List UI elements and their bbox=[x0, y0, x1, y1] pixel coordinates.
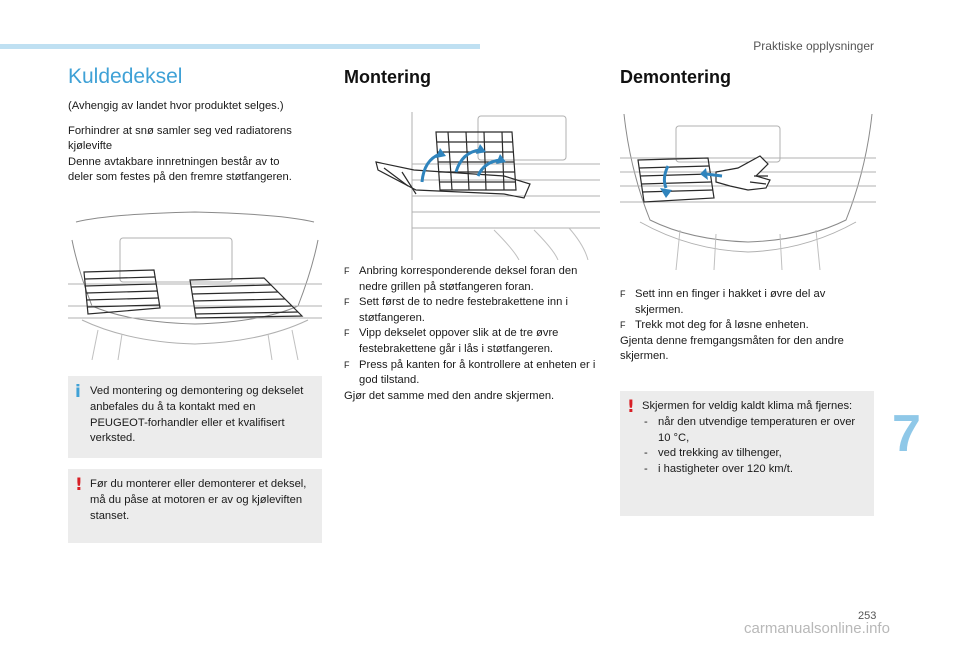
page-number: 253 bbox=[858, 610, 877, 622]
page-title: Kuldedeksel bbox=[68, 65, 183, 88]
dash-icon: - bbox=[644, 415, 648, 428]
description-text: Forhindrer at snø samler seg ved radiato… bbox=[68, 124, 322, 186]
list-item: -når den utvendige temperaturen er over … bbox=[644, 415, 856, 444]
intro-text: (Avhengig av landet hvor produktet selge… bbox=[68, 100, 284, 112]
bullet-icon: F bbox=[344, 266, 350, 276]
description-line: kjølevifte bbox=[68, 140, 113, 153]
info-icon: i bbox=[75, 382, 81, 402]
section-title-demontering: Demontering bbox=[620, 67, 732, 87]
cold-climate-warning-note: ! Skjermen for veldig kaldt klima må fje… bbox=[620, 391, 874, 516]
removal-closing-text: Gjenta denne fremgangsmåten for den andr… bbox=[620, 334, 844, 363]
warning-intro: Skjermen for veldig kaldt klima må fjern… bbox=[642, 400, 853, 412]
bullet-icon: F bbox=[344, 328, 350, 339]
warning-note-text: Før du monterer eller demonterer et deks… bbox=[90, 478, 307, 522]
column-montering: Montering bbox=[344, 62, 600, 88]
info-note-text: Ved montering og demontering og dekselet… bbox=[90, 385, 304, 445]
warning-icon: ! bbox=[627, 397, 635, 417]
chapter-number: 7 bbox=[892, 405, 921, 463]
description-line: Denne avtakbare innretningen består av t… bbox=[68, 155, 280, 168]
description-line: Forhindrer at snø samler seg ved radiato… bbox=[68, 124, 292, 137]
bullet-icon: F bbox=[344, 297, 350, 308]
bullet-icon: F bbox=[620, 320, 626, 331]
dash-icon: - bbox=[644, 463, 648, 476]
column-kuldedeksel: Kuldedeksel (Avhengig av landet hvor pro… bbox=[68, 62, 322, 186]
removal-illustration bbox=[620, 110, 876, 270]
list-item: -ved trekking av tilhenger, bbox=[642, 446, 864, 462]
list-item: -i hastigheter over 120 km/t. bbox=[642, 462, 864, 478]
dash-icon: - bbox=[644, 447, 648, 460]
header-accent-bar bbox=[0, 44, 480, 49]
section-title-montering: Montering bbox=[344, 67, 431, 87]
warning-note: ! Før du monterer eller demonterer et de… bbox=[68, 469, 322, 543]
warning-list: -når den utvendige temperaturen er over … bbox=[642, 415, 864, 478]
mounting-illustration bbox=[344, 110, 600, 260]
info-note: i Ved montering og demontering og deksel… bbox=[68, 376, 322, 458]
section-header: Praktiske opplysninger bbox=[753, 39, 874, 53]
warning-icon: ! bbox=[75, 475, 83, 495]
column-demontering: Demontering bbox=[620, 62, 876, 88]
mounting-closing-text: Gjør det samme med den andre skjermen. bbox=[344, 389, 555, 402]
description-line: deler som festes på den fremre støtfange… bbox=[68, 171, 292, 184]
bullet-icon: F bbox=[620, 289, 626, 299]
watermark: carmanualsonline.info bbox=[744, 620, 890, 637]
bumper-covers-illustration bbox=[68, 210, 322, 360]
bullet-icon: F bbox=[344, 359, 350, 370]
